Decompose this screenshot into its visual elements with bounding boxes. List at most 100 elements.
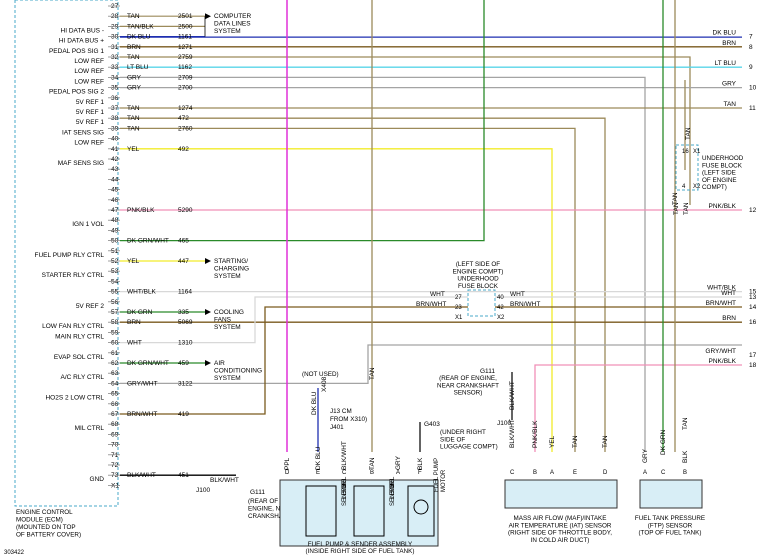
- dest-starting: STARTING/: [214, 258, 248, 265]
- ground-g403-note: (UNDER RIGHT: [440, 429, 486, 436]
- ecm-signal-label: HO2S 2 LOW CTRL: [45, 395, 104, 402]
- circuit-number: 2760: [178, 125, 193, 132]
- circuit-number: 492: [178, 146, 189, 153]
- fuse1-wire-label: TAN: [673, 202, 680, 215]
- ecm-signal-label: LOW REF: [74, 68, 104, 75]
- ecm-pin-38: 38: [111, 115, 119, 122]
- fuel-pump-wire: BLK/WHT: [341, 441, 348, 470]
- right-edge-number: 13: [749, 294, 757, 301]
- wire: [120, 148, 553, 452]
- right-edge-color: GRY: [722, 81, 737, 88]
- right-edge-color: BRN: [722, 315, 736, 322]
- fuel-pump-pin: F: [418, 470, 422, 476]
- maf-iat-box: [504, 479, 618, 509]
- maf-iat-label: AIR TEMPERATURE (IAT) SENSOR: [509, 522, 612, 529]
- right-edge-number: 9: [749, 64, 753, 71]
- fuse-block-1-label: OF ENGINE: [702, 177, 737, 184]
- ecm-pin-64: 64: [111, 380, 119, 387]
- wire-color-label: WHT/BLK: [127, 289, 157, 296]
- fuel-pump-wire: PPL: [284, 457, 291, 470]
- wire-color-label: TAN: [127, 105, 140, 112]
- wire-color-label: BLK/WHT: [127, 472, 156, 479]
- fuse-block-1-label: UNDERHOOD: [702, 155, 744, 162]
- circuit-number: 5290: [178, 207, 193, 214]
- ecm-pin-44: 44: [111, 176, 119, 183]
- fuel-pump-wire: GRY: [395, 455, 402, 470]
- fuse2-wire: BRN/WHT: [510, 301, 540, 308]
- fuse2-pin: 27: [455, 295, 462, 301]
- wire-color-label: TAN: [127, 125, 140, 132]
- ecm-signal-label: LOW REF: [74, 140, 104, 147]
- ecm-signal-label: PEDAL POS SIG 1: [49, 48, 104, 55]
- circuit-number: 2501: [178, 13, 193, 20]
- fuse2-pin: 42: [497, 305, 504, 311]
- ecm-signal-label: 5V REF 1: [76, 119, 105, 126]
- ecm-pin-49: 49: [111, 227, 119, 234]
- ecm-pin-45: 45: [111, 187, 119, 194]
- wire-color-label: TAN/BLK: [127, 23, 154, 30]
- fuse2-pin: X2: [497, 315, 505, 321]
- ecm-pin-73: 73: [111, 472, 119, 479]
- right-edge-number: 7: [749, 34, 753, 41]
- wire-color-label: GRY/WHT: [127, 380, 158, 387]
- ecm-signal-label: MAF SENS SIG: [58, 160, 104, 167]
- fuel-level-sensor-label: LEVEL: [342, 480, 348, 499]
- ecm-signal-label: PEDAL POS SIG 2: [49, 89, 104, 96]
- right-edge-color: GRY/WHT: [705, 348, 736, 355]
- ecm-gnd-ground: G111: [250, 489, 265, 496]
- ecm-pin-48: 48: [111, 217, 119, 224]
- ecm-pin-60: 60: [111, 340, 119, 347]
- ecm-pin-27: 27: [111, 3, 119, 10]
- right-edge-number: 11: [749, 105, 756, 112]
- arrow: [205, 258, 211, 264]
- wire-color-label: GRY: [127, 85, 142, 92]
- fuse-block-1-label: (LEFT SIDE: [702, 170, 736, 177]
- dest-ac: SYSTEM: [214, 375, 241, 382]
- ecm-pin-31: 31: [111, 44, 119, 51]
- ecm-signal-label: 5V REF 1: [76, 109, 105, 116]
- ecm-signal-label: LOW REF: [74, 78, 104, 85]
- fuel-pump-assembly-label: (INSIDE RIGHT SIDE OF FUEL TANK): [306, 548, 415, 555]
- ground-g111-label: G111: [480, 368, 495, 375]
- dest-cooling: FANS: [214, 317, 232, 324]
- ecm-pin-43: 43: [111, 166, 119, 173]
- ftp-pin: C: [661, 470, 666, 476]
- ecm-pin-56: 56: [111, 299, 119, 306]
- wire: [120, 296, 468, 344]
- maf-pin: E: [573, 470, 577, 476]
- ecm-pin-33: 33: [111, 64, 119, 71]
- circuit-number: 419: [178, 411, 189, 418]
- ecm-pin-62: 62: [111, 360, 119, 367]
- circuit-number: 472: [178, 115, 189, 122]
- ftp-pin: B: [683, 470, 687, 476]
- ecm-gnd-conn: J100: [196, 487, 210, 494]
- ecm-box: [14, 0, 119, 507]
- ecm-pin-41: 41: [111, 146, 119, 153]
- splice-label: FROM X310): [330, 416, 367, 423]
- ecm-pin-67: 67: [111, 411, 119, 418]
- ecm-pin-71: 71: [111, 452, 119, 459]
- circuit-number: 2759: [178, 54, 193, 61]
- fuse-block-2-label: UNDERHOOD: [457, 276, 499, 283]
- maf-wire: TAN: [572, 435, 579, 448]
- wire-color-label: WHT: [127, 340, 142, 347]
- ftp-wire: DK GRN: [660, 429, 667, 455]
- ecm-signal-label: 5V REF 2: [76, 303, 105, 310]
- fuse2-wire: BRN/WHT: [416, 301, 446, 308]
- ecm-pin-70: 70: [111, 442, 119, 449]
- fuse-block-2: [467, 289, 496, 317]
- ecm-signal-label: MIL CTRL: [75, 425, 105, 432]
- fuel-pump-pin: A: [396, 470, 400, 476]
- wire-color-label: BRN: [127, 44, 141, 51]
- arrow: [205, 360, 211, 366]
- ecm-pin-52: 52: [111, 258, 119, 265]
- ecm-pin-63: 63: [111, 370, 119, 377]
- dest-computer-data: COMPUTER: [214, 13, 252, 20]
- fuse2-pin: 40: [497, 295, 504, 301]
- fuel-level-sensor-label: FUEL: [390, 476, 396, 492]
- wire: [120, 0, 485, 242]
- ftp-wire: BLK: [682, 450, 689, 463]
- wire: [534, 364, 742, 452]
